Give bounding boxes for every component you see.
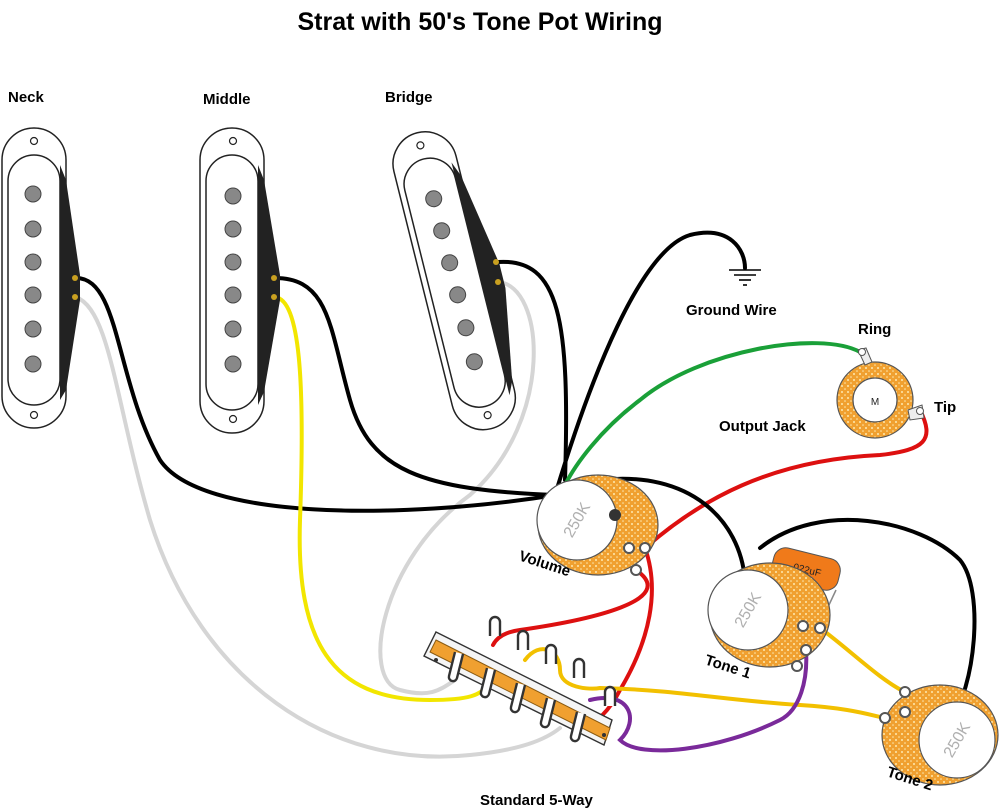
output-jack: M [836,347,925,439]
middle-hot-wire [273,295,490,703]
switch-label: Standard 5-Way [480,792,593,809]
neck-ground-wire [74,295,562,759]
ground-lead-wire [554,230,747,494]
middle-ground-wire [273,276,558,497]
tone2-pot: 250K [879,684,999,786]
tone-ground-black-wire [758,518,977,722]
volume-tone-black-wire [598,476,747,582]
middle-pickup-label: Middle [203,91,251,108]
bridge-lug-2 [495,279,501,285]
tone1-switch-wire [523,647,887,720]
jack-mark: M [871,397,879,408]
bridge-hot-wire [496,259,569,482]
diagram-title: Strat with 50's Tone Pot Wiring [297,8,662,36]
output-jack-label: Output Jack [719,418,806,435]
bridge-lug-1 [493,259,499,265]
ring-label: Ring [858,321,891,338]
ground-wire-label: Ground Wire [686,302,777,319]
purple-wire [588,648,809,753]
bridge-pickup [392,131,517,431]
neck-hot-wire [74,276,558,513]
five-way-switch [423,615,617,746]
volume-switch-red-wire [491,568,650,647]
bridge-ground-wire [378,280,536,696]
middle-pickup [199,127,280,434]
tone1-pot: 250K [707,562,831,672]
neck-pickup-label: Neck [8,89,45,106]
bridge-pickup-label: Bridge [385,89,433,106]
tip-label: Tip [934,399,956,416]
ground-symbol [729,262,761,286]
tone1-tone2-wire [818,626,907,694]
wires [74,230,977,759]
volume-pot: 250K [536,474,659,576]
neck-pickup [1,127,80,429]
tip-wire [643,408,929,550]
ring-wire [563,341,862,487]
